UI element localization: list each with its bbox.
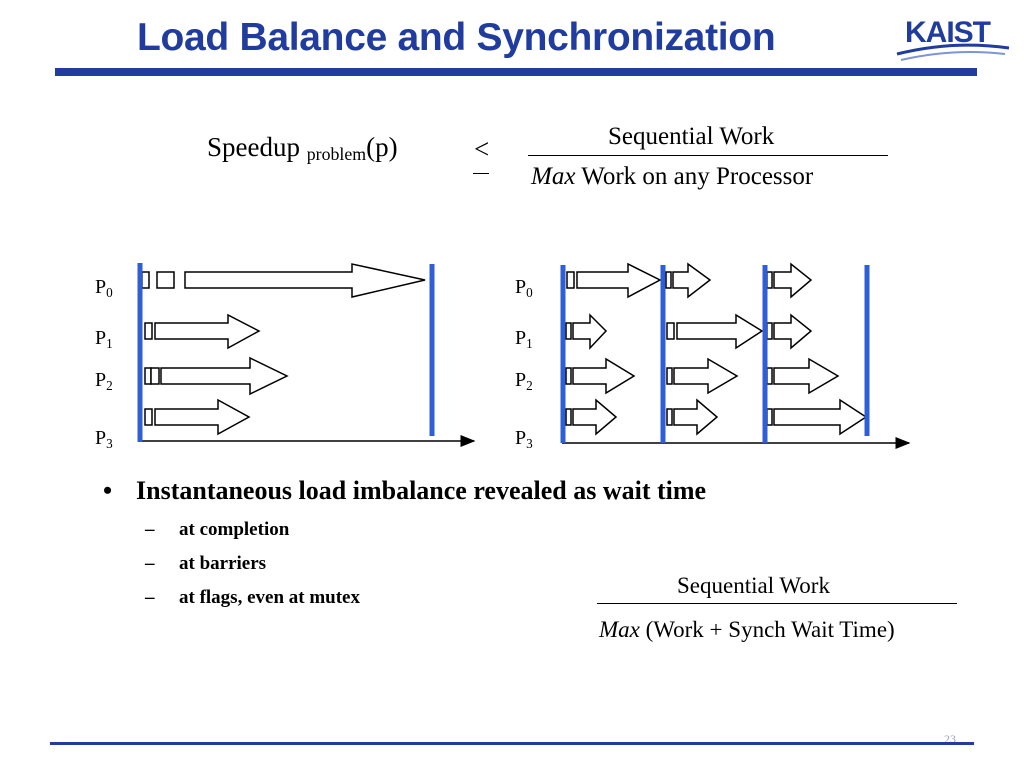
work-arrow (160, 356, 289, 396)
work-chunk (565, 408, 572, 426)
right-label-p2: P2 (515, 369, 533, 393)
left-label-p2: P2 (95, 369, 113, 393)
work-arrow (154, 313, 261, 350)
footer-rule (50, 742, 974, 745)
kaist-logo: KAIST (896, 16, 1010, 61)
title-underline (55, 68, 977, 76)
work-chunk (766, 367, 773, 385)
formula1-fraction-line (528, 155, 888, 156)
denominator-text: Work on any Processor (581, 163, 814, 190)
work-chunk (150, 367, 160, 385)
work-arrow (672, 262, 712, 299)
work-arrow (673, 357, 739, 395)
work-arrow (773, 262, 813, 299)
bullet-dot: • (103, 476, 113, 505)
sub-bullet-dash: – (145, 553, 155, 574)
work-arrow (576, 262, 662, 299)
work-chunk (665, 271, 672, 289)
work-chunk (666, 367, 673, 385)
work-arrow (673, 398, 719, 436)
right-diagram (560, 262, 911, 449)
formula2-numerator: Sequential Work (677, 573, 830, 598)
speedup-word: Speedup (207, 132, 300, 162)
less-equal-underline (473, 173, 489, 174)
slide-title: Load Balance and Synchronization (137, 16, 776, 59)
work-chunk (666, 408, 673, 426)
work-chunk (766, 271, 773, 289)
sub-bullet-text: at barriers (179, 553, 267, 574)
sub-bullet-text: at flags, even at mutex (179, 587, 360, 608)
work-arrow (773, 398, 868, 436)
right-label-p3: P3 (515, 427, 533, 451)
work-arrow (572, 313, 608, 350)
left-label-p3: P3 (95, 427, 113, 451)
sub-bullet-text: at completion (179, 519, 290, 540)
work-chunk (144, 322, 153, 340)
work-arrow (773, 357, 840, 395)
work-chunk (766, 408, 773, 426)
speedup-subscript: problem (306, 144, 367, 164)
work-chunk (566, 271, 575, 289)
max-italic: Max (531, 163, 576, 190)
relation-sign: < (474, 134, 490, 164)
work-chunk (666, 322, 675, 340)
denominator-text: (Work + Synch Wait Time) (645, 617, 895, 642)
work-chunk (565, 367, 572, 385)
formula2-denominator: Max (Work + Synch Wait Time) (599, 617, 895, 643)
left-label-p1: P1 (95, 327, 113, 351)
left-diagram (137, 263, 476, 447)
max-italic: Max (599, 617, 640, 642)
sub-bullet-dash: – (145, 587, 155, 608)
formula1-denominator: Max Work on any Processor (531, 163, 813, 191)
work-arrow (572, 398, 618, 436)
work-arrow (154, 398, 251, 436)
work-chunk (141, 271, 150, 289)
work-arrow (184, 263, 426, 298)
formula1-numerator: Sequential Work (608, 123, 775, 150)
right-label-p1: P1 (515, 327, 533, 351)
work-chunk (144, 408, 153, 426)
work-arrow (676, 313, 764, 350)
work-arrow (572, 357, 636, 395)
speedup-label: Speedup problem(p) (207, 132, 398, 165)
formula2-fraction-line (597, 603, 957, 604)
left-label-p0: P0 (95, 276, 113, 300)
work-chunk (766, 322, 773, 340)
work-chunk (156, 271, 175, 289)
less-equal-symbol: < (474, 134, 489, 165)
work-arrow (773, 313, 813, 350)
bullet-main-text: Instantaneous load imbalance revealed as… (136, 476, 707, 505)
right-label-p0: P0 (515, 276, 533, 300)
speedup-arg: (p) (366, 132, 398, 162)
work-chunk (565, 322, 572, 340)
work-chunk (144, 367, 152, 385)
sub-bullet-dash: – (145, 519, 155, 540)
svg-text:KAIST: KAIST (905, 16, 991, 49)
